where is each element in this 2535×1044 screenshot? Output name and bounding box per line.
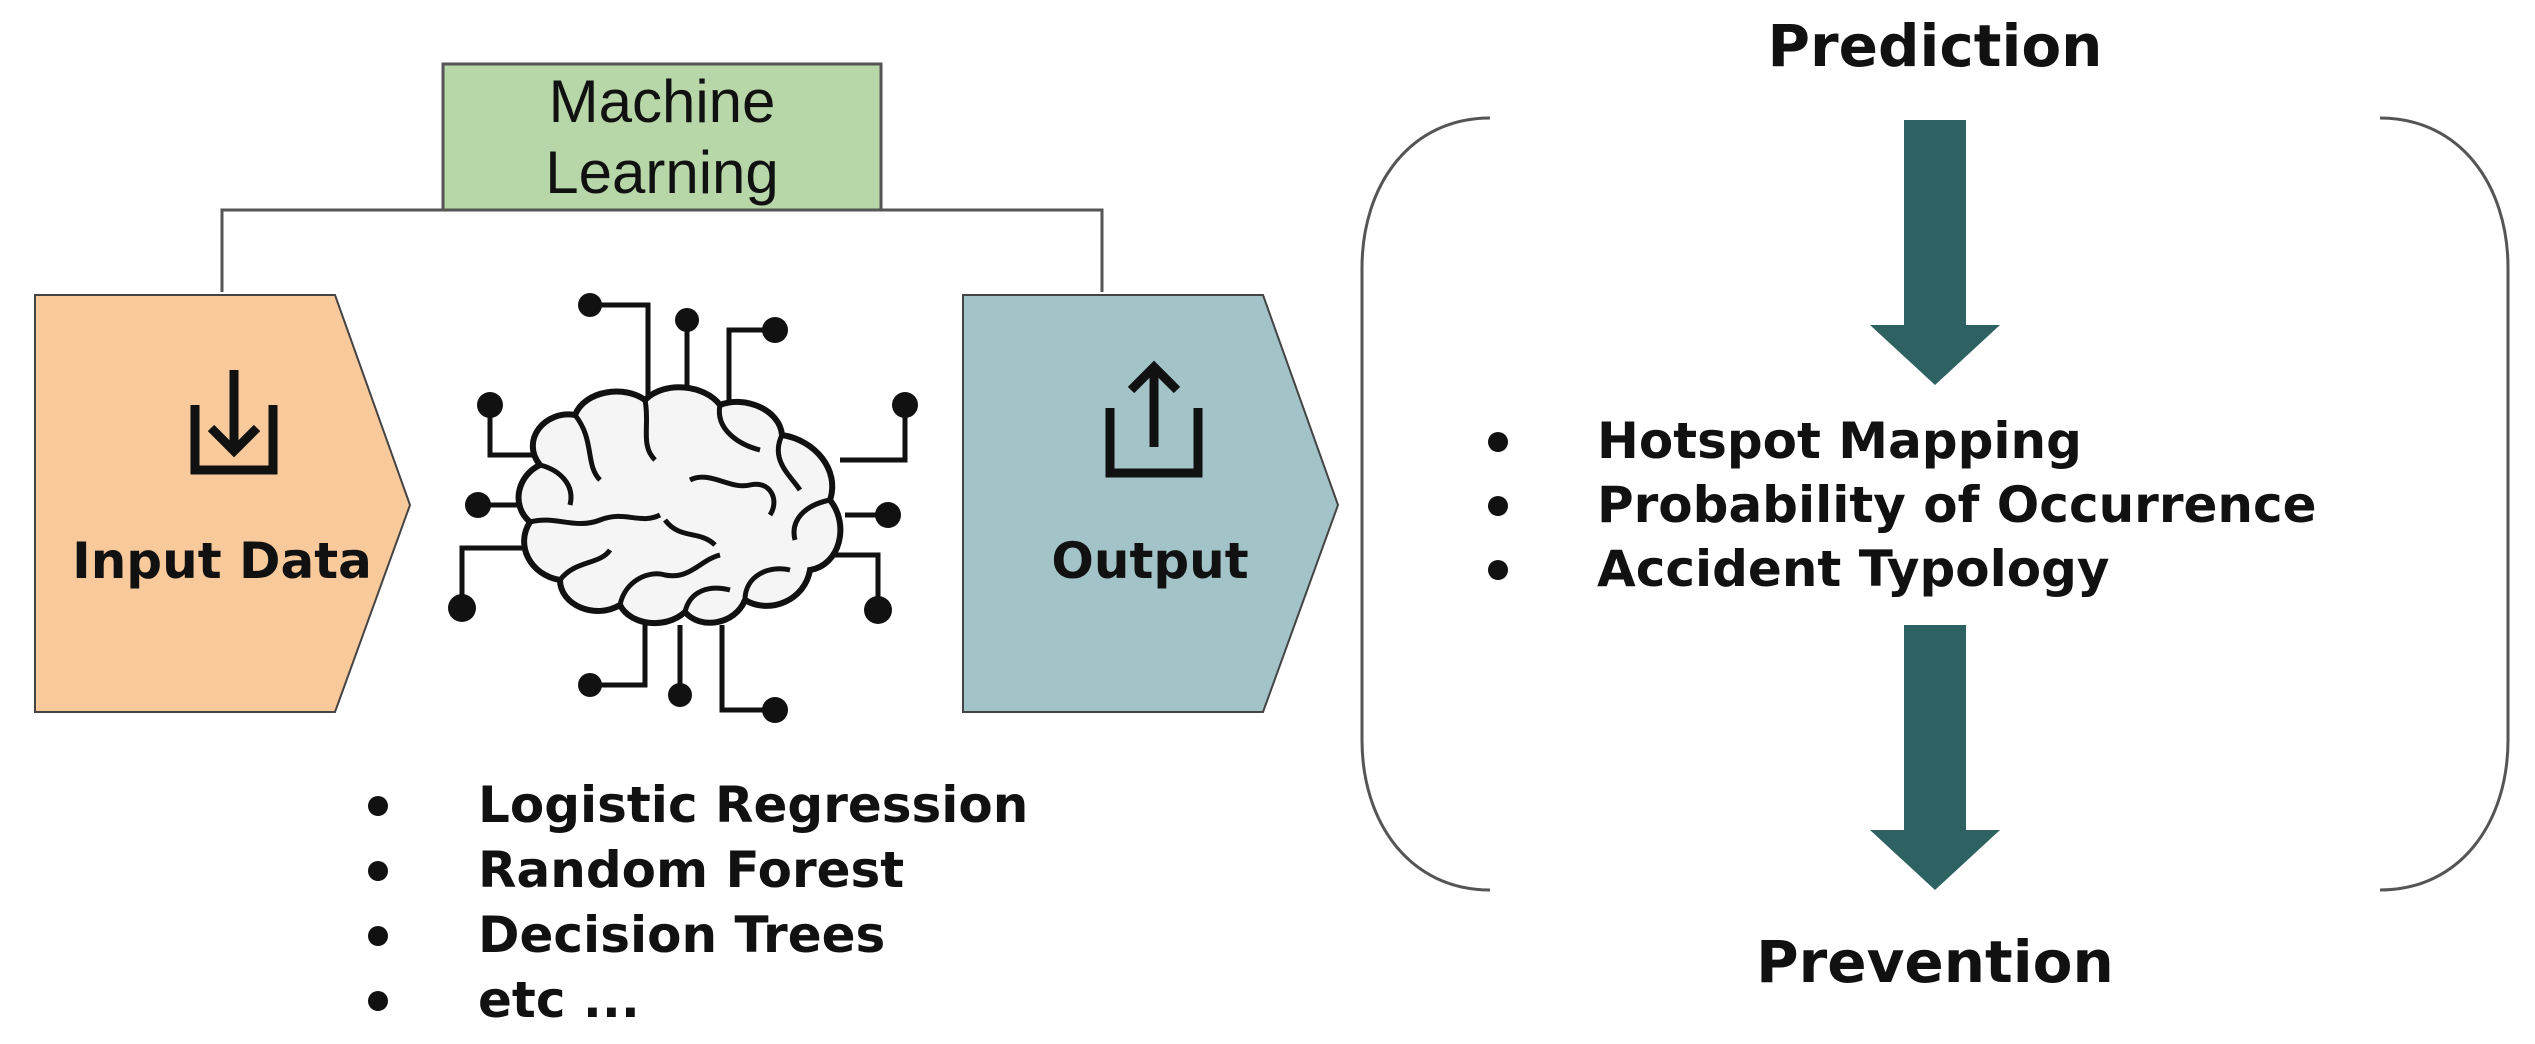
list-item: Decision Trees: [478, 906, 885, 964]
list-bullet: [1488, 432, 1508, 452]
list-bullet: [368, 926, 388, 946]
list-bullet: [368, 796, 388, 816]
ai-brain-circuit-icon: [448, 293, 918, 723]
output-label: Output: [1051, 532, 1248, 590]
list-bullet: [368, 861, 388, 881]
list-item: Logistic Regression: [478, 776, 1028, 834]
list-item: Accident Typology: [1597, 540, 2110, 598]
prevention-heading: Prevention: [1756, 928, 2114, 996]
list-item: etc ...: [478, 971, 640, 1029]
input-data-block: Input Data: [34, 294, 412, 713]
list-bullet: [1488, 496, 1508, 516]
down-arrow-icon: [1870, 120, 2000, 385]
upload-share-icon: [1105, 360, 1203, 478]
prediction-heading: Prediction: [1768, 12, 2103, 80]
outcomes-list: Hotspot Mapping Probability of Occurrenc…: [1488, 412, 2317, 598]
machine-learning-box: Machine Learning: [441, 62, 883, 212]
input-data-label: Input Data: [72, 532, 372, 590]
output-block: Output: [962, 294, 1340, 713]
list-bullet: [368, 991, 388, 1011]
list-bullet: [1488, 560, 1508, 580]
list-item: Probability of Occurrence: [1597, 476, 2317, 534]
outcome-bracket: [1360, 116, 2510, 892]
down-arrow-icon: [1870, 625, 2000, 890]
list-item: Hotspot Mapping: [1597, 412, 2082, 470]
ml-connector-line: [220, 208, 1104, 292]
machine-learning-label-line1: Machine: [549, 68, 776, 135]
list-item: Random Forest: [478, 841, 904, 899]
methods-list: Logistic Regression Random Forest Decisi…: [368, 776, 1028, 1029]
machine-learning-label-line2: Learning: [545, 139, 779, 206]
download-icon: [190, 370, 278, 475]
